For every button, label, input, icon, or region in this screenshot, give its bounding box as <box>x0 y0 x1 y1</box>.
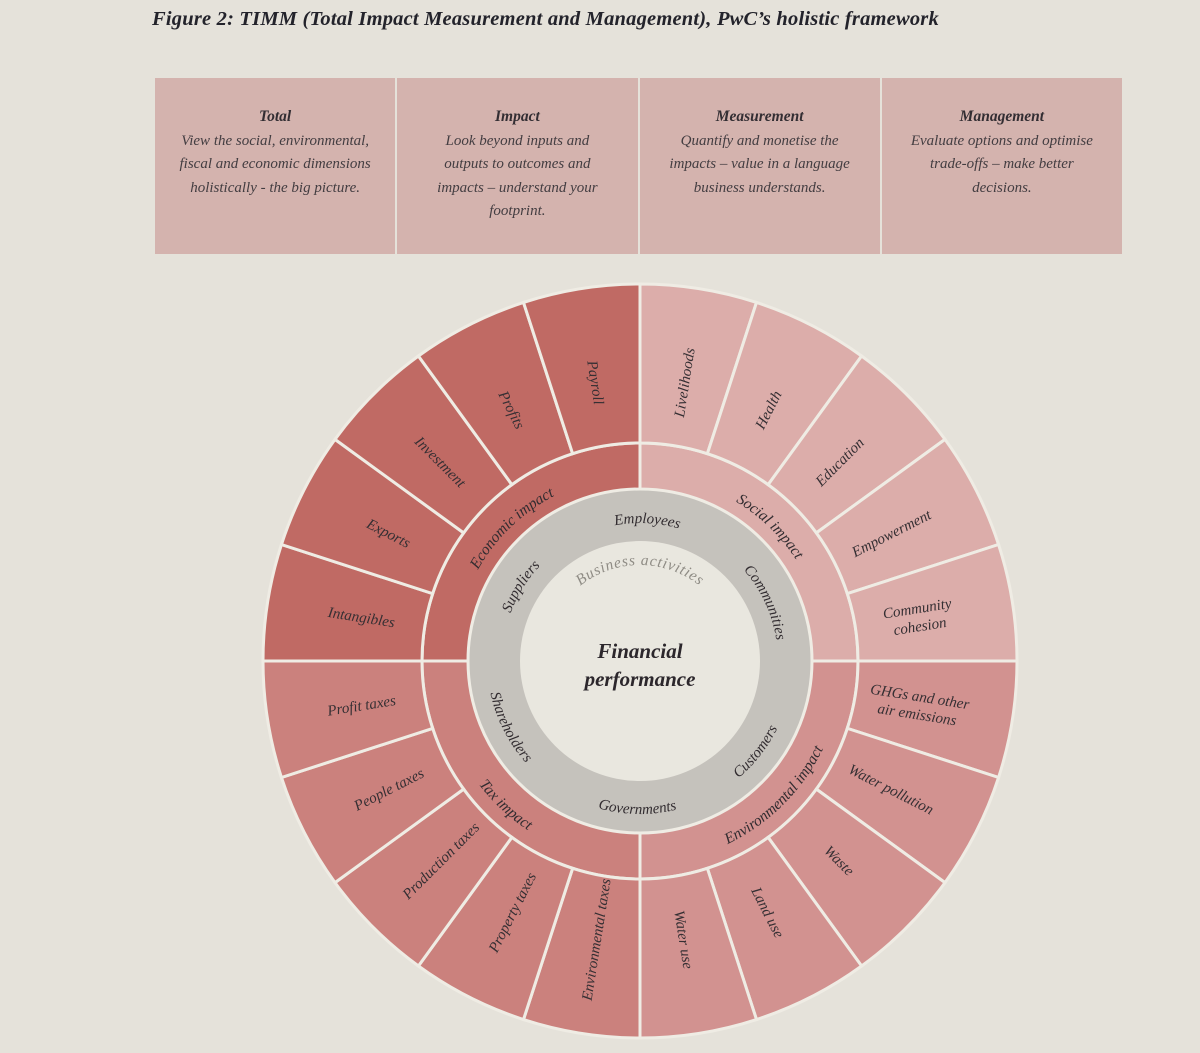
pillar-body-measurement: Quantify and monetise the impacts – valu… <box>669 133 850 196</box>
pillar-box-total: Total View the social, environmental, fi… <box>155 78 396 254</box>
pillar-title-total: Total <box>259 108 292 125</box>
segment-payroll <box>521 282 642 456</box>
pillar-body-impact: Look beyond inputs and outputs to outcom… <box>437 133 598 219</box>
pillar-box-impact: Impact Look beyond inputs and outputs to… <box>397 78 638 254</box>
pillar-body-total: View the social, environmental, fiscal a… <box>179 133 371 196</box>
pillar-box-management: Management Evaluate options and optimise… <box>881 78 1122 254</box>
pillar-title-measurement: Measurement <box>715 108 804 125</box>
pillar-title-management: Management <box>959 108 1045 125</box>
figure-title: Figure 2: TIMM (Total Impact Measurement… <box>152 8 939 30</box>
pillar-title-impact: Impact <box>494 108 540 125</box>
pillar-boxes: Total View the social, environmental, fi… <box>155 78 1122 254</box>
center-circle <box>520 541 760 781</box>
pillar-box-measurement: Measurement Quantify and monetise the im… <box>639 78 880 254</box>
pillar-body-management: Evaluate options and optimise trade-offs… <box>910 133 1093 196</box>
